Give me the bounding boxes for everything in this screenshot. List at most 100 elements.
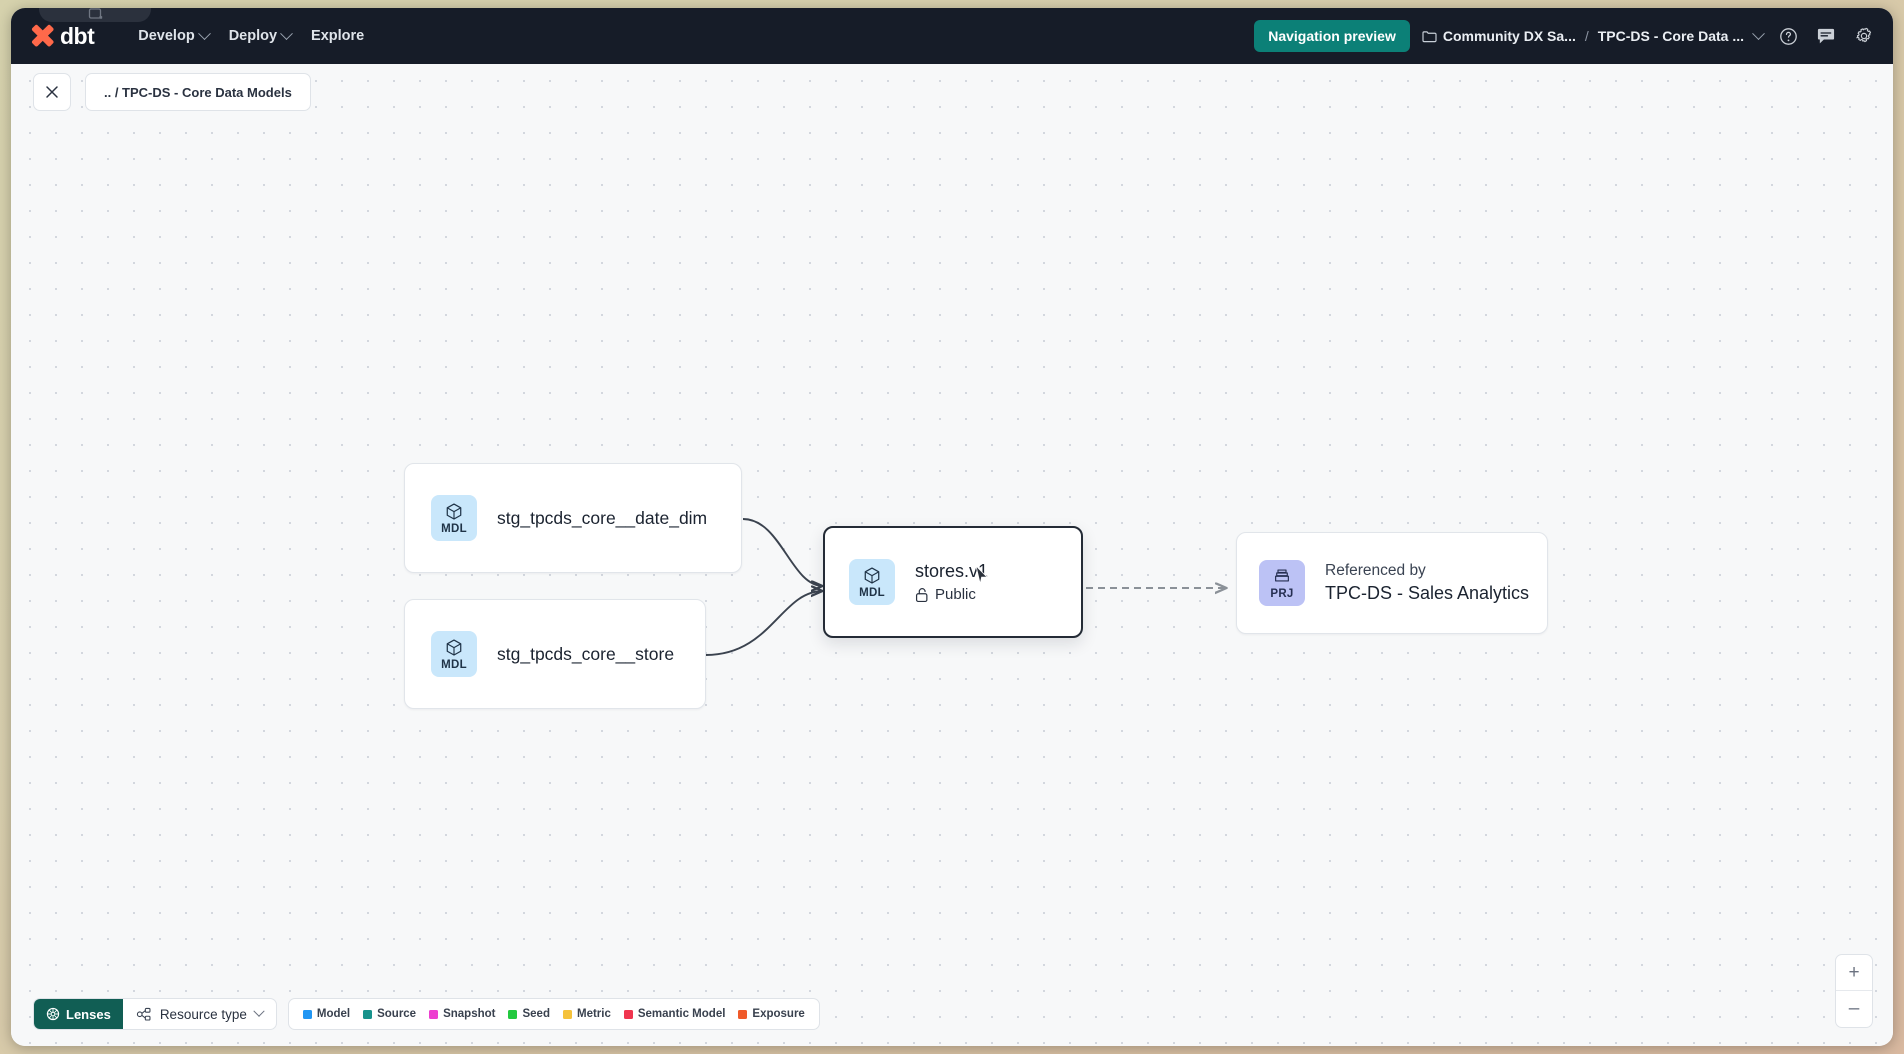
legend-item-snapshot[interactable]: Snapshot	[429, 1008, 495, 1020]
graph-node-stg-store[interactable]: MDL stg_tpcds_core__store	[404, 599, 706, 709]
node-text-group: stg_tpcds_core__store	[497, 644, 674, 665]
project-stack-icon	[1275, 569, 1289, 581]
legend-swatch	[429, 1009, 439, 1019]
breadcrumb: Community DX Sa... / TPC-DS - Core Data …	[1422, 26, 1765, 44]
gear-glyph	[1856, 27, 1872, 43]
node-badge-mdl: MDL	[431, 495, 477, 541]
breadcrumb-project[interactable]: TPC-DS - Core Data ...	[1597, 26, 1765, 44]
node-kicker: Referenced by	[1325, 562, 1426, 579]
legend-label: Model	[316, 1008, 351, 1020]
chevron-down-icon	[253, 1005, 265, 1017]
lenses-button[interactable]: Lenses	[34, 999, 123, 1029]
chevron-down-icon	[280, 26, 293, 40]
lenses-label: Lenses	[66, 1006, 111, 1022]
lens-icon	[46, 1007, 60, 1021]
legend-swatch	[508, 1009, 518, 1019]
node-badge-label: MDL	[441, 522, 467, 535]
brand-text: dbt	[60, 22, 95, 49]
legend-swatch	[363, 1009, 373, 1019]
nav-item-explore[interactable]: Explore	[301, 21, 374, 51]
legend-label: Snapshot	[443, 1008, 496, 1020]
legend-label: Semantic Model	[637, 1008, 726, 1020]
node-badge-label: MDL	[859, 586, 885, 599]
node-title: stg_tpcds_core__store	[497, 643, 675, 664]
resource-type-dropdown[interactable]: Resource type	[123, 999, 276, 1029]
breadcrumb-separator: /	[1584, 28, 1589, 44]
unlock-icon	[915, 587, 928, 602]
nav-item-develop[interactable]: Develop	[128, 21, 218, 51]
breadcrumb-account[interactable]: Community DX Sa...	[1422, 28, 1576, 44]
cube-icon	[446, 638, 462, 656]
resource-type-legend: Model Source Snapshot Seed Metric	[287, 998, 820, 1030]
zoom-controls: + –	[1835, 954, 1873, 1028]
node-title: stg_tpcds_core__date_dim	[497, 507, 708, 528]
lineage-graph-canvas[interactable]: MDL stg_tpcds_core__date_dim MDL stg_tpc…	[11, 64, 1893, 1046]
node-text-group: stg_tpcds_core__date_dim	[497, 508, 707, 529]
nav-item-deploy[interactable]: Deploy	[219, 21, 301, 51]
node-access-label: Public	[935, 586, 976, 603]
resource-type-label: Resource type	[159, 1006, 247, 1022]
cube-icon	[864, 566, 880, 584]
nav-item-explore-label: Explore	[311, 28, 365, 44]
legend-label: Seed	[522, 1008, 550, 1020]
legend-swatch	[302, 1009, 312, 1019]
node-badge-label: PRJ	[1270, 587, 1294, 600]
nodes-icon	[136, 1007, 151, 1021]
graph-node-stg-date-dim[interactable]: MDL stg_tpcds_core__date_dim	[404, 463, 742, 573]
legend-swatch	[738, 1009, 748, 1019]
feedback-chat-glyph	[1817, 28, 1835, 43]
app-window: dbt Develop Deploy Explore Navigation pr…	[11, 8, 1893, 1046]
legend-item-exposure[interactable]: Exposure	[738, 1008, 805, 1020]
help-circle-glyph	[1779, 27, 1797, 45]
dbt-logo[interactable]: dbt	[29, 22, 95, 50]
chevron-down-icon	[197, 26, 211, 40]
legend-item-model[interactable]: Model	[302, 1008, 351, 1020]
graph-node-stores-v1[interactable]: MDL stores.v1 Public	[823, 526, 1083, 638]
explore-toolbar: .. / TPC-DS - Core Data Models	[11, 64, 1893, 120]
legend-swatch	[562, 1009, 572, 1019]
navigation-preview-button[interactable]: Navigation preview	[1254, 20, 1410, 52]
cube-icon	[446, 502, 462, 520]
graph-node-referenced-by-project[interactable]: PRJ Referenced by TPC-DS - Sales Analyti…	[1236, 532, 1548, 634]
node-text-group: stores.v1 Public	[915, 561, 988, 603]
nav-item-deploy-label: Deploy	[228, 28, 278, 44]
node-text-group: Referenced by TPC-DS - Sales Analytics	[1325, 562, 1529, 604]
legend-label: Source	[377, 1008, 417, 1020]
legend-item-source[interactable]: Source	[363, 1008, 416, 1020]
breadcrumb-account-label: Community DX Sa...	[1442, 28, 1576, 44]
legend-item-seed[interactable]: Seed	[508, 1008, 550, 1020]
graph-edges	[705, 518, 1893, 656]
feedback-chat-icon[interactable]	[1813, 23, 1839, 49]
nav-item-develop-label: Develop	[138, 28, 195, 44]
node-title: TPC-DS - Sales Analytics	[1325, 583, 1530, 603]
window-tab-icon[interactable]	[39, 8, 151, 22]
chevron-down-icon	[1752, 26, 1765, 40]
node-badge-prj: PRJ	[1259, 560, 1305, 606]
window-tab-glyph	[88, 8, 102, 19]
close-icon	[46, 86, 58, 98]
legend-label: Exposure	[752, 1008, 805, 1020]
edge-store-to-stores	[705, 591, 823, 656]
graph-breadcrumb-pill[interactable]: .. / TPC-DS - Core Data Models	[85, 73, 311, 111]
dbt-x-icon	[31, 24, 54, 47]
lens-group: Lenses Resource type	[33, 998, 277, 1030]
breadcrumb-project-label: TPC-DS - Core Data ...	[1597, 28, 1744, 44]
edge-date-dim-to-stores	[742, 518, 823, 586]
node-badge-mdl: MDL	[849, 559, 895, 605]
legend-swatch	[623, 1009, 633, 1019]
legend-item-metric[interactable]: Metric	[562, 1008, 611, 1020]
zoom-in-button[interactable]: +	[1836, 955, 1872, 991]
node-title: stores.v1	[915, 561, 989, 581]
legend-item-semantic-model[interactable]: Semantic Model	[623, 1008, 726, 1020]
top-nav-right-group: Navigation preview Community DX Sa... / …	[1254, 20, 1877, 52]
help-circle-icon[interactable]	[1775, 23, 1801, 49]
folder-icon	[1422, 30, 1437, 42]
close-button[interactable]	[33, 73, 71, 111]
top-navigation-bar: dbt Develop Deploy Explore Navigation pr…	[11, 8, 1893, 64]
gear-icon[interactable]	[1851, 23, 1877, 49]
node-access-row: Public	[915, 586, 988, 603]
graph-bottom-toolbar: Lenses Resource type Model	[33, 998, 820, 1030]
legend-label: Metric	[576, 1008, 611, 1020]
node-badge-mdl: MDL	[431, 631, 477, 677]
zoom-out-button[interactable]: –	[1848, 998, 1860, 1019]
